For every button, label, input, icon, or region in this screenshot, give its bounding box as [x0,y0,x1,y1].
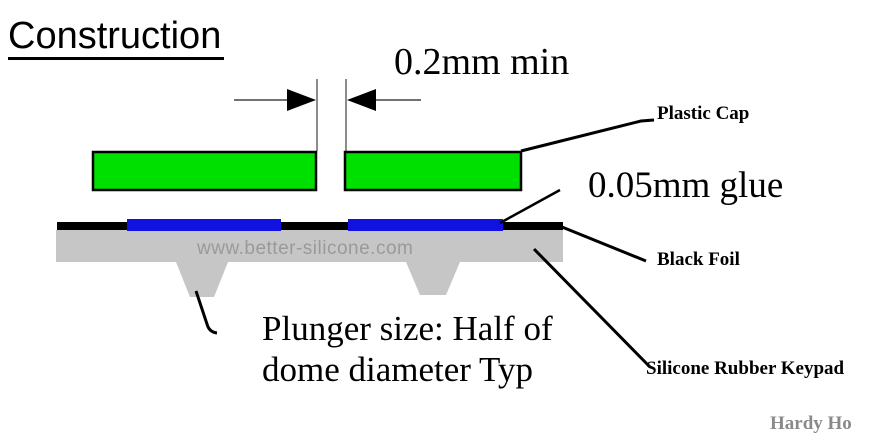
glue-strip-right [348,219,503,231]
plunger-size-note: Plunger size: Half of dome diameter Typ [262,309,553,389]
dim-arrowhead-left-icon [347,89,376,111]
black-foil-bar [57,222,563,230]
plastic-cap-annotation: Plastic Cap [657,103,750,124]
black-foil-annotation: Black Foil [657,249,740,270]
leader-line-keypad [532,247,652,369]
plunger-left [176,262,228,297]
leader-line-glue [499,188,561,225]
glue-strip-left [127,219,281,231]
leader-line-plastic-cap [520,118,655,153]
dim-arrowhead-right-icon [287,89,316,111]
plastic-cap-right [343,150,523,192]
plunger-right [406,262,460,295]
glue-annotation: 0.05mm glue [588,165,784,206]
dimension-label: 0.2mm min [394,41,570,83]
watermark-text: www.better-silicone.com [197,238,414,259]
keypad-body [56,230,563,262]
plastic-cap-left [91,150,318,192]
leader-line-plunger [194,290,218,335]
silicone-rubber-keypad-annotation: Silicone Rubber Keypad [646,358,845,379]
author-signature: Hardy Ho [770,413,852,434]
page-title: Construction [8,16,225,60]
leader-line-black-foil [561,225,647,263]
